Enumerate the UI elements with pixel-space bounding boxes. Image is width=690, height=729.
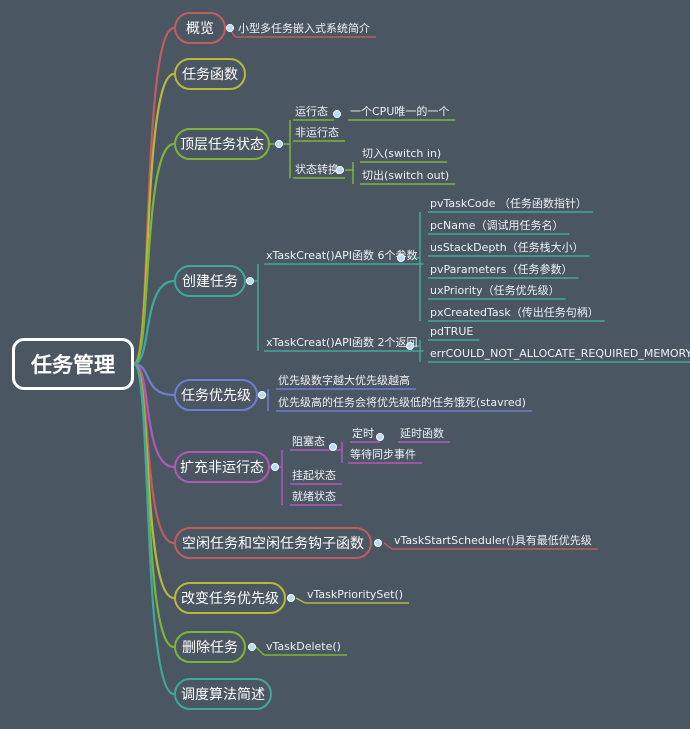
branch-create-task[interactable]: 创建任务 xyxy=(174,265,246,297)
leaf-param[interactable]: pvParameters（任务参数） xyxy=(430,263,573,276)
root-label: 任务管理 xyxy=(31,353,115,377)
collapse-dot-icon[interactable] xyxy=(275,140,283,148)
leaf-timer[interactable]: 定时 xyxy=(352,427,374,440)
branch-idle-task[interactable]: 空闲任务和空闲任务钩子函数 xyxy=(174,527,372,559)
branch-delete-task[interactable]: 删除任务 xyxy=(174,631,246,663)
leaf-blocked-state[interactable]: 阻塞态 xyxy=(292,435,325,448)
branch-task-function[interactable]: 任务函数 xyxy=(174,58,246,90)
leaf-suspended-state[interactable]: 挂起状态 xyxy=(292,469,336,482)
branch-label: 删除任务 xyxy=(182,640,238,656)
connector-line xyxy=(255,646,265,656)
connector-line xyxy=(132,142,175,366)
collapse-dot-icon[interactable] xyxy=(287,594,295,602)
leaf-return-value[interactable]: pdTRUE xyxy=(430,325,474,338)
leaf-create-params[interactable]: xTaskCreat()API函数 6个参数 xyxy=(266,249,418,262)
connector-line xyxy=(132,362,175,600)
branch-top-level-state[interactable]: 顶层任务状态 xyxy=(174,128,270,160)
branch-label: 改变任务优先级 xyxy=(181,591,279,607)
leaf-param[interactable]: pcName（调试用任务名） xyxy=(430,219,564,232)
leaf-running-state-desc[interactable]: 一个CPU唯一的一个 xyxy=(350,105,450,118)
branch-overview[interactable]: 概览 xyxy=(174,12,226,44)
branch-task-priority[interactable]: 任务优先级 xyxy=(174,379,258,411)
leaf-param[interactable]: usStackDepth（任务栈大小） xyxy=(430,241,584,254)
connector-line xyxy=(133,279,175,366)
leaf-param[interactable]: pxCreatedTask（传出任务句柄） xyxy=(430,306,599,319)
collapse-dot-icon[interactable] xyxy=(248,643,256,651)
collapse-dot-icon[interactable] xyxy=(336,166,344,174)
collapse-dot-icon[interactable] xyxy=(376,433,384,441)
collapse-dot-icon[interactable] xyxy=(333,110,341,118)
leaf-return-value[interactable]: errCOULD_NOT_ALLOCATE_REQUIRED_MEMORY xyxy=(430,347,690,360)
leaf-idle-desc[interactable]: vTaskStartScheduler()具有最低优先级 xyxy=(394,534,592,547)
leaf-ready-state[interactable]: 就绪状态 xyxy=(292,490,336,503)
leaf-state-transition[interactable]: 状态转换 xyxy=(295,163,339,176)
leaf-switch-in[interactable]: 切入(switch in) xyxy=(362,147,442,160)
branch-change-priority[interactable]: 改变任务优先级 xyxy=(174,582,286,614)
leaf-priority-set[interactable]: vTaskPrioritySet() xyxy=(307,588,404,601)
branch-label: 概览 xyxy=(186,21,214,37)
leaf-delay-function[interactable]: 延时函数 xyxy=(400,427,444,440)
branch-label: 扩充非运行态 xyxy=(180,460,264,476)
collapse-dot-icon[interactable] xyxy=(258,391,266,399)
branch-extended-non-running[interactable]: 扩充非运行态 xyxy=(174,451,270,483)
leaf-switch-out[interactable]: 切出(switch out) xyxy=(362,169,450,182)
collapse-dot-icon[interactable] xyxy=(406,342,414,350)
branch-scheduling[interactable]: 调度算法简述 xyxy=(174,678,272,710)
collapse-dot-icon[interactable] xyxy=(226,24,234,32)
branch-label: 调度算法简述 xyxy=(181,687,265,703)
collapse-dot-icon[interactable] xyxy=(329,443,337,451)
root-node[interactable]: 任务管理 xyxy=(12,338,134,390)
collapse-dot-icon[interactable] xyxy=(374,539,382,547)
leaf-param[interactable]: uxPriority（任务优先级） xyxy=(430,284,560,297)
branch-label: 任务函数 xyxy=(182,67,238,83)
collapse-dot-icon[interactable] xyxy=(271,463,279,471)
collapse-dot-icon[interactable] xyxy=(246,277,254,285)
branch-label: 创建任务 xyxy=(182,274,238,290)
connector-line xyxy=(295,597,306,604)
branch-label: 任务优先级 xyxy=(181,388,251,404)
leaf-running-state[interactable]: 运行态 xyxy=(295,105,328,118)
branch-label: 空闲任务和空闲任务钩子函数 xyxy=(182,536,364,552)
collapse-dot-icon[interactable] xyxy=(397,254,405,262)
leaf-priority-starvation[interactable]: 优先级高的任务会将优先级低的任务饿死(stavred) xyxy=(278,396,526,409)
leaf-create-returns[interactable]: xTaskCreat()API函数 2个返回 xyxy=(266,336,418,349)
connector-line xyxy=(132,362,175,696)
connector-line xyxy=(133,362,175,397)
leaf-overview-desc[interactable]: 小型多任务嵌入式系统简介 xyxy=(238,22,370,35)
leaf-wait-sync-event[interactable]: 等待同步事件 xyxy=(350,448,416,461)
branch-label: 顶层任务状态 xyxy=(180,137,264,153)
leaf-task-delete[interactable]: vTaskDelete() xyxy=(266,640,341,653)
connector-line xyxy=(133,362,175,545)
connector-line xyxy=(383,542,393,550)
leaf-param[interactable]: pvTaskCode （任务函数指针） xyxy=(430,197,587,210)
leaf-priority-rule[interactable]: 优先级数字越大优先级越高 xyxy=(278,374,410,387)
leaf-non-running-state[interactable]: 非运行态 xyxy=(295,126,339,139)
